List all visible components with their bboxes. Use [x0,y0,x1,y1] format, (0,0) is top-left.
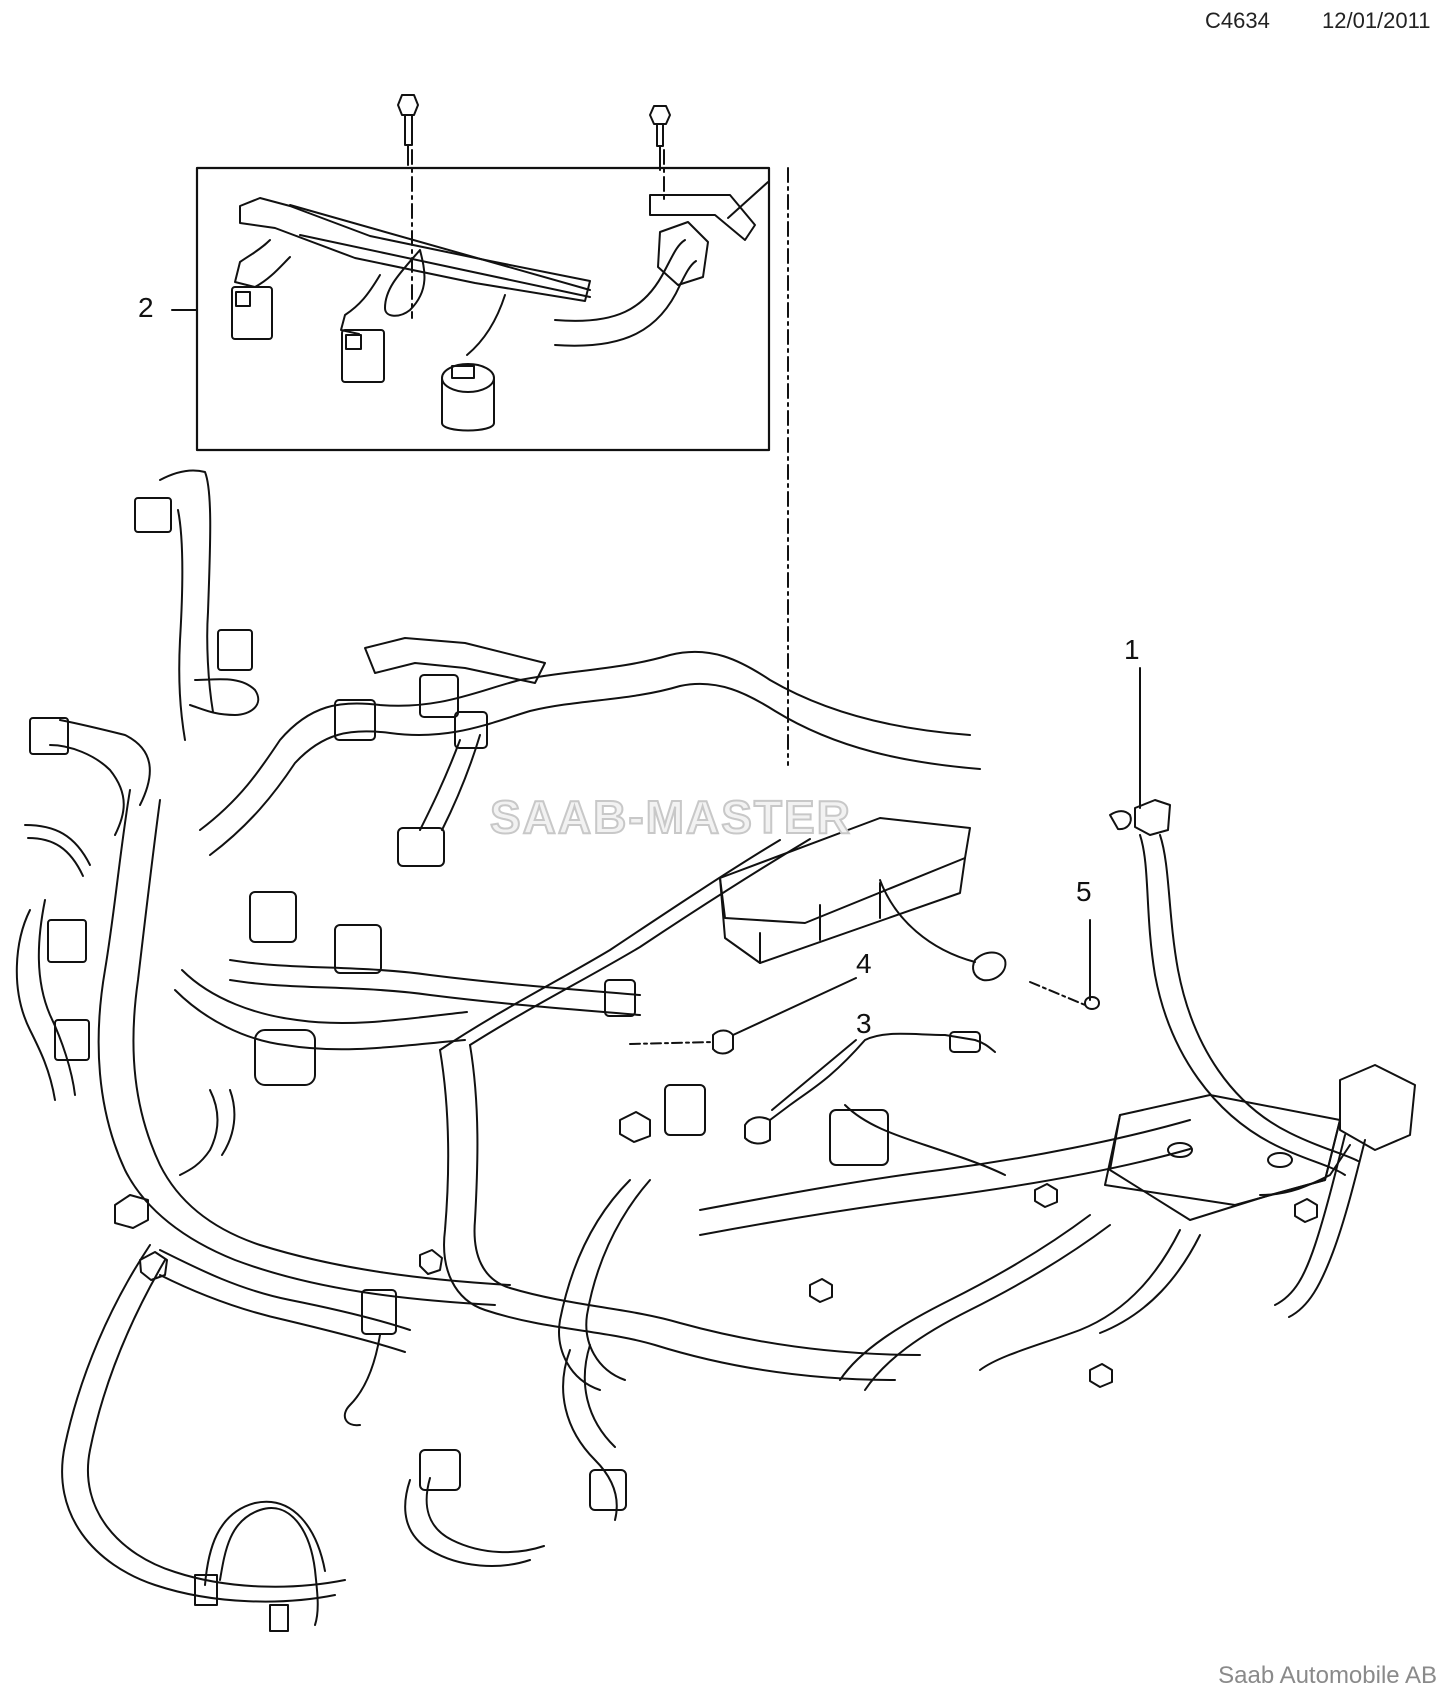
callout-5: 5 [1076,876,1092,907]
battery-cable [1139,834,1359,1176]
coil-connector-3 [441,294,506,432]
inset-frame [195,166,771,452]
callout-3: 3 [856,1008,872,1039]
ground-bolt-4 [712,1029,734,1055]
harness-clips [114,1111,1318,1388]
connector-top-left [134,497,172,533]
harness-trunk-left [97,789,511,1306]
ground-bolt-3 [744,1116,771,1145]
bolt-right [649,105,671,171]
ground-nut-5 [1084,996,1100,1010]
footer-credit: Saab Automobile AB [1218,1662,1437,1689]
bolt-left [397,94,419,166]
coil-connector-2 [340,274,385,383]
coil-harness-tube [554,239,697,347]
mount-bracket [649,194,756,241]
coil-rail [239,197,591,302]
ground-strap-3 [769,1032,996,1121]
callout-4: 4 [856,948,872,979]
harness-center-drop [439,1044,921,1381]
connector-far-left [29,717,69,755]
callout-2: 2 [138,292,154,323]
watermark-text: SAAB-MASTER [490,791,852,843]
drawing-code: C4634 [1205,8,1270,33]
callout-1: 1 [1124,634,1140,665]
harness-upper-loop [199,650,981,856]
end-connector [657,221,709,286]
coil-connector-1 [231,239,291,340]
drawing-date: 12/01/2011 [1322,8,1431,33]
